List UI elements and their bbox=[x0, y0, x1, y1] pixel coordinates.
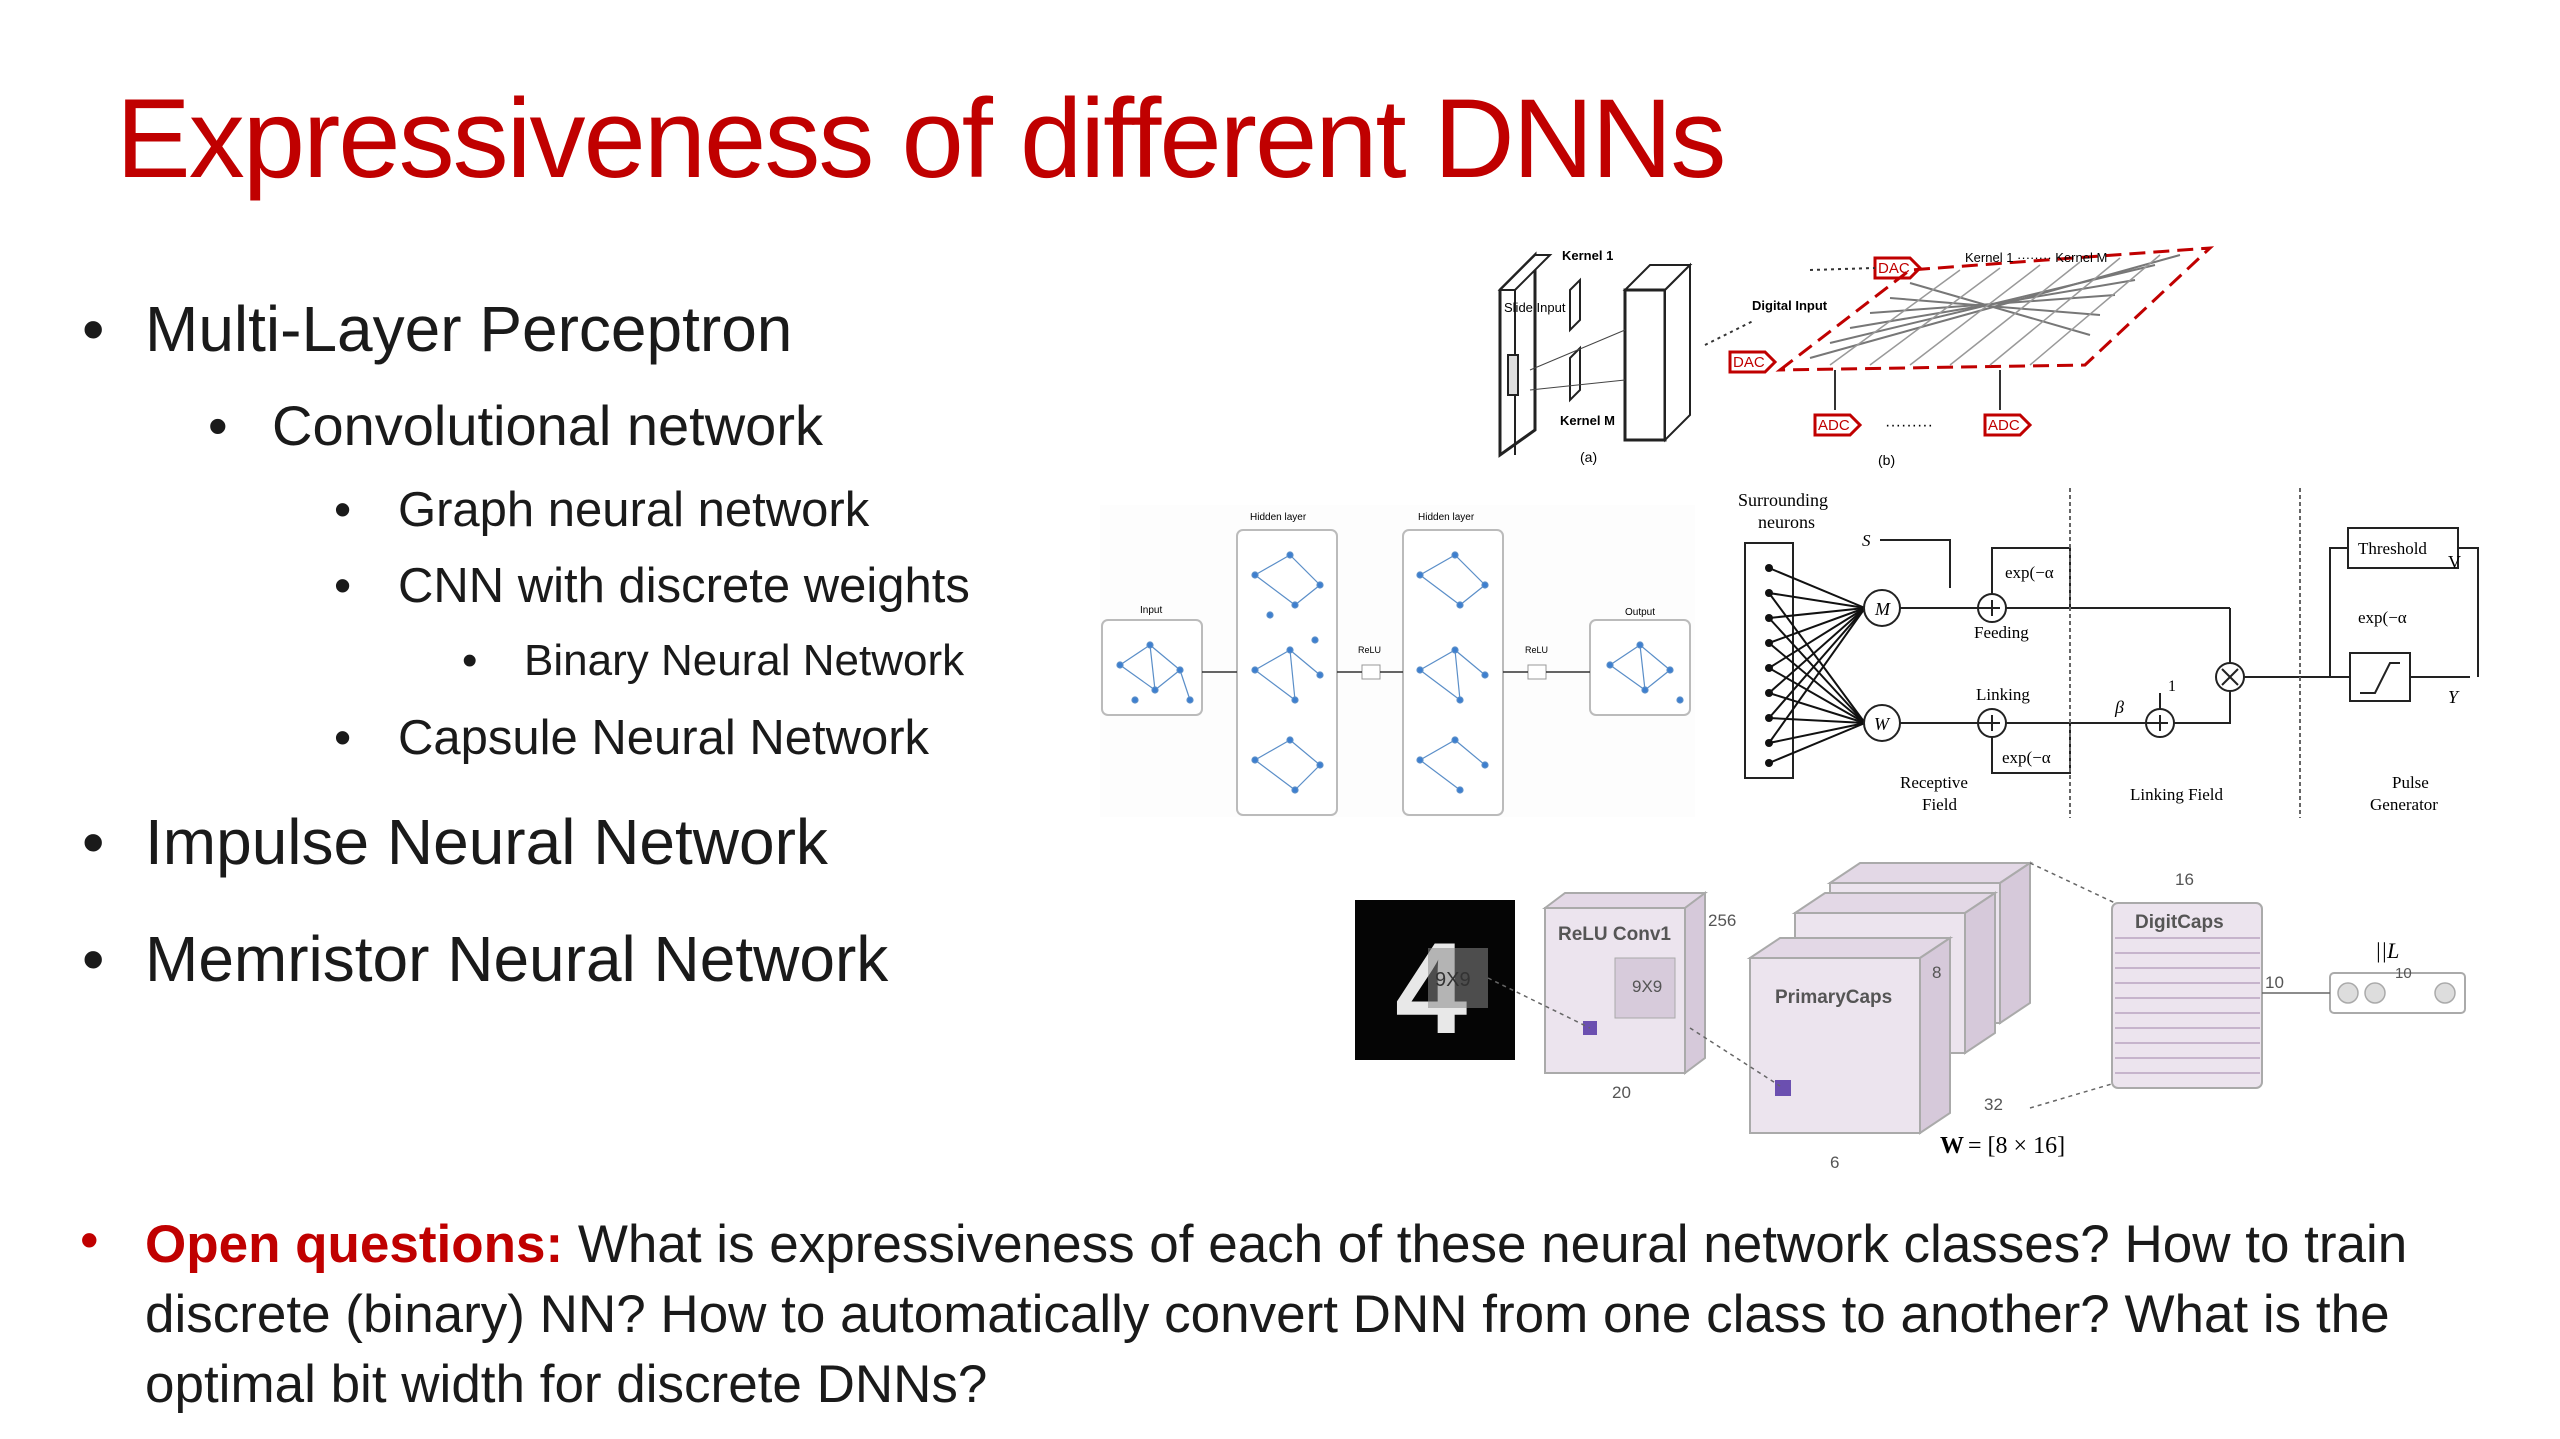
surrounding-label: Surrounding bbox=[1738, 490, 1828, 510]
linking-label: Linking bbox=[1976, 685, 2030, 704]
kernel-m-label: Kernel M bbox=[1560, 413, 1615, 428]
dim-10-b: 10 bbox=[2395, 965, 2412, 982]
bullet-dot: • bbox=[82, 923, 105, 995]
bullet-capsule: Capsule Neural Network bbox=[398, 711, 930, 765]
label-b: (b) bbox=[1878, 452, 1895, 468]
dim-32: 32 bbox=[1984, 1095, 2003, 1114]
kernel-1-label: Kernel 1 bbox=[1562, 248, 1613, 263]
exp-af-label: exp(−α bbox=[2005, 563, 2054, 582]
open-questions-bullet: • bbox=[80, 1211, 99, 1270]
slide-input-label: Slide Input bbox=[1504, 300, 1566, 315]
pulse-label: Pulse bbox=[2392, 773, 2429, 792]
dim-16: 16 bbox=[2175, 870, 2194, 889]
input-label: Input bbox=[1140, 605, 1162, 616]
memristor-crossbar-figure: Slide Input Kernel 1 Kernel M (a) Digita… bbox=[1497, 246, 2215, 468]
page-title: Expressiveness of different DNNs bbox=[116, 76, 1726, 201]
dim-8: 8 bbox=[1932, 963, 1941, 982]
open-questions: Open questions: What is expressiveness o… bbox=[145, 1210, 2485, 1420]
bullet-dot: • bbox=[82, 293, 105, 365]
dac-top: DAC bbox=[1878, 260, 1910, 277]
exp-at-label: exp(−α bbox=[2358, 608, 2407, 627]
output-label: Output bbox=[1625, 607, 1655, 618]
open-questions-label: Open questions: bbox=[145, 1215, 564, 1274]
yij-label: Y bbox=[2448, 687, 2460, 707]
dim-10-a: 10 bbox=[2265, 973, 2284, 992]
digital-input-label: Digital Input bbox=[1752, 298, 1828, 313]
kernel-range-label: Kernel 1 ········ Kernel M bbox=[1965, 250, 2107, 265]
bullet-cnn-discrete: CNN with discrete weights bbox=[398, 559, 970, 613]
bullet-memristor: Memristor Neural Network bbox=[145, 923, 889, 995]
relu-label-1: ReLU bbox=[1358, 645, 1381, 655]
digitcaps-label: DigitCaps bbox=[2135, 912, 2224, 933]
m-node: M bbox=[1874, 599, 1891, 619]
primarycaps-label: PrimaryCaps bbox=[1775, 987, 1892, 1008]
bullet-dot: • bbox=[334, 483, 352, 537]
dim-256: 256 bbox=[1708, 911, 1736, 930]
bullet-dot: • bbox=[462, 636, 478, 685]
l2-norm-label: ||L bbox=[2375, 938, 2399, 963]
generator-label: Generator bbox=[2370, 795, 2438, 814]
beta-label: β bbox=[2114, 697, 2124, 717]
bullet-impulse: Impulse Neural Network bbox=[145, 806, 828, 878]
relu-label-2: ReLU bbox=[1525, 645, 1548, 655]
kernel-9x9-a: 9X9 bbox=[1435, 969, 1471, 991]
bullet-dot: • bbox=[334, 559, 352, 613]
linking-field-label: Linking Field bbox=[2130, 785, 2224, 804]
bullet-dot: • bbox=[82, 806, 105, 878]
threshold-label: Threshold bbox=[2358, 539, 2427, 558]
dim-20: 20 bbox=[1612, 1083, 1631, 1102]
bullet-mlp: Multi-Layer Perceptron bbox=[145, 293, 793, 365]
adc-right: ADC bbox=[1988, 417, 2020, 434]
feeding-label: Feeding bbox=[1974, 623, 2029, 642]
adc-left: ADC bbox=[1818, 417, 1850, 434]
bullet-dot: • bbox=[334, 711, 352, 765]
bullet-dot: • bbox=[208, 394, 228, 457]
pcnn-figure: Surrounding neurons M W S bbox=[1738, 488, 2479, 818]
one-label: 1 bbox=[2168, 678, 2176, 695]
vt-label: V bbox=[2448, 552, 2461, 572]
adc-dots: ········· bbox=[1885, 417, 1933, 434]
bullet-conv: Convolutional network bbox=[272, 394, 823, 457]
neurons-label: neurons bbox=[1758, 512, 1815, 532]
hidden-layer-label-2: Hidden layer bbox=[1418, 512, 1475, 523]
open-questions-text: What is expressiveness of each of these … bbox=[145, 1215, 2408, 1414]
sij-label: S bbox=[1862, 531, 1871, 550]
capsule-network-figure: 4 9X9 ReLU Conv1 256 20 9X9 PrimaryCaps … bbox=[1355, 861, 2466, 1172]
kernel-9x9-b: 9X9 bbox=[1632, 977, 1662, 996]
dim-6: 6 bbox=[1830, 1153, 1839, 1172]
w-node: W bbox=[1874, 714, 1891, 734]
bullet-bnn: Binary Neural Network bbox=[524, 636, 965, 685]
gnn-figure: Hidden layer Hidden layer Input Output R… bbox=[1100, 505, 1695, 817]
bullet-gnn: Graph neural network bbox=[398, 483, 870, 537]
receptive-label: Receptive bbox=[1900, 773, 1968, 792]
exp-al-label: exp(−α bbox=[2002, 748, 2051, 767]
wij-label: W bbox=[1940, 1133, 1964, 1159]
dac-bottom: DAC bbox=[1733, 354, 1765, 371]
relu-conv1-label: ReLU Conv1 bbox=[1558, 924, 1671, 945]
field-label: Field bbox=[1922, 795, 1957, 814]
hidden-layer-label-1: Hidden layer bbox=[1250, 512, 1307, 523]
label-a: (a) bbox=[1580, 449, 1597, 465]
wij-value: = [8 × 16] bbox=[1968, 1133, 2065, 1159]
